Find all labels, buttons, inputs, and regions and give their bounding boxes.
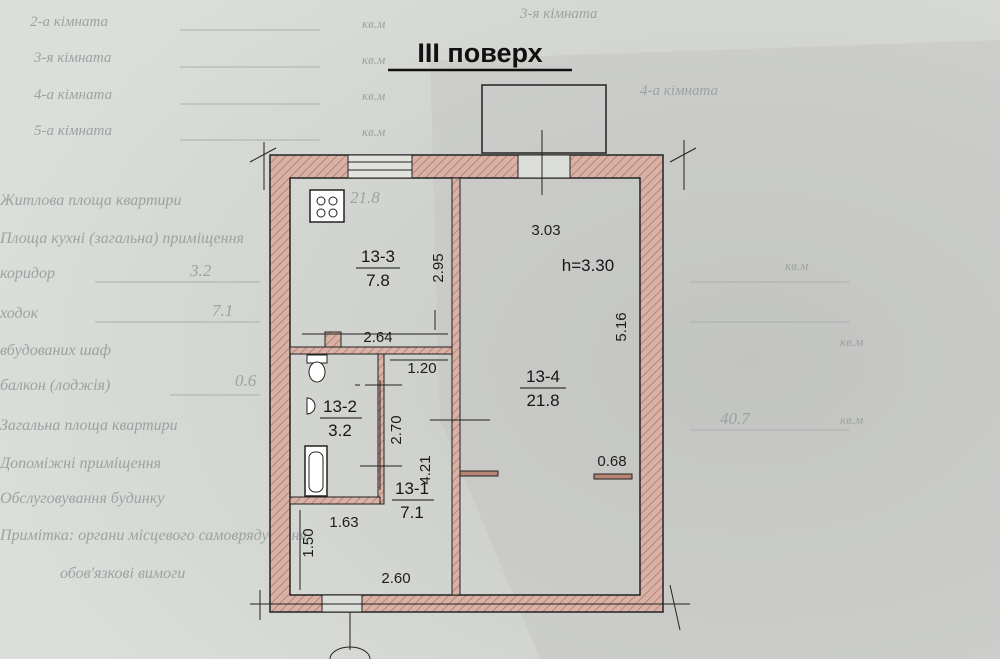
dimension-lines: [299, 310, 490, 590]
dim-value: 2.64: [363, 329, 392, 346]
extension-lines: [249, 130, 697, 650]
form-line: коридор: [0, 265, 55, 282]
kitchen-window: [347, 154, 413, 179]
dim-value: 0.68: [597, 453, 626, 470]
form-header-row: 2-а кімната: [30, 14, 108, 30]
bathtub-icon: [304, 445, 328, 497]
form-value: 3.2: [189, 261, 212, 280]
balcony-door: [517, 154, 571, 179]
room-13-2: 13-2 3.2: [320, 397, 362, 440]
dim-value: 2.60: [381, 570, 410, 587]
form-value: 40.7: [720, 409, 751, 428]
room-area: 7.8: [366, 271, 390, 290]
dimension-values: 2.95 2.64 1.20 2.70 4.21 1.63 1.50 2.60 …: [300, 222, 630, 587]
form-unit: кв.м: [362, 124, 385, 139]
room-13-3: 13-3 7.8: [356, 247, 400, 290]
sink-icon: [306, 397, 316, 415]
room-13-4: 13-4 21.8: [520, 367, 566, 410]
toilet-icon: [306, 354, 328, 383]
form-header-right: 4-а кімната: [640, 83, 718, 99]
form-header-rows: 2-а кімната 3-я кімната 4-а кімната 5-а …: [30, 14, 112, 139]
plan-title: III поверх: [417, 38, 542, 68]
form-value: кв.м: [785, 258, 808, 273]
dim-value: 1.63: [329, 514, 358, 531]
room-area: 3.2: [328, 421, 352, 440]
dim-value: 2.70: [388, 415, 405, 444]
dim-value: 4.21: [417, 455, 434, 484]
form-unit: кв.м: [362, 88, 385, 103]
form-value: кв.м: [840, 334, 863, 349]
form-value: кв.м: [840, 412, 863, 427]
dim-value: 2.95: [430, 253, 447, 282]
form-value: 21.8: [350, 188, 380, 207]
stove-icon: [309, 189, 345, 223]
room-area: 7.1: [400, 503, 424, 522]
form-line: обов'язкові вимоги: [60, 565, 185, 582]
form-header-row: 5-а кімната: [34, 123, 112, 139]
background-form: 2-а кімната 3-я кімната 4-а кімната 5-а …: [0, 6, 863, 582]
form-unit: кв.м: [362, 16, 385, 31]
balcony-outline: [481, 84, 607, 154]
form-line: Загальна площа квартири: [0, 417, 178, 434]
entrance-marker: [329, 646, 371, 659]
dim-value: 1.50: [300, 528, 317, 557]
dim-value: 3.03: [531, 222, 560, 239]
room-id: 13-4: [526, 367, 560, 386]
room-id: 13-2: [323, 397, 357, 416]
ceiling-height: h=3.30: [562, 256, 614, 275]
room-id: 13-3: [361, 247, 395, 266]
room-id: 13-1: [395, 479, 429, 498]
form-line: Допоміжні приміщення: [0, 455, 161, 472]
form-header-row: 4-а кімната: [34, 87, 112, 103]
form-text-lines: Житлова площа квартири Площа кухні (зага…: [0, 192, 307, 582]
form-header-row: 3-я кімната: [33, 50, 111, 66]
room-area: 21.8: [526, 391, 559, 410]
room-labels: 13-3 7.8 13-2 3.2 13-1 7.1 13-4 21.8: [320, 247, 566, 522]
form-line: Примітка: органи місцевого самоврядуванн…: [0, 527, 307, 544]
form-values: 21.8 3.2 7.1 0.6 40.7 кв.м кв.м кв.м: [189, 188, 863, 428]
dim-value: 5.16: [613, 312, 630, 341]
form-line: вбудованих шаф: [0, 342, 111, 359]
form-line: ходок: [0, 305, 39, 322]
form-line: балкон (лоджія): [0, 377, 110, 394]
form-line: Площа кухні (загальна) приміщення: [0, 230, 244, 247]
form-value: 0.6: [235, 371, 257, 390]
form-line: Обслуговування будинку: [0, 490, 165, 507]
form-unit: кв.м: [362, 52, 385, 67]
form-header-right: 3-я кімната: [519, 6, 597, 22]
room-13-1: 13-1 7.1: [392, 479, 434, 522]
form-line: Житлова площа квартири: [0, 192, 182, 209]
form-value: 7.1: [212, 301, 233, 320]
dim-value: 1.20: [407, 360, 436, 377]
